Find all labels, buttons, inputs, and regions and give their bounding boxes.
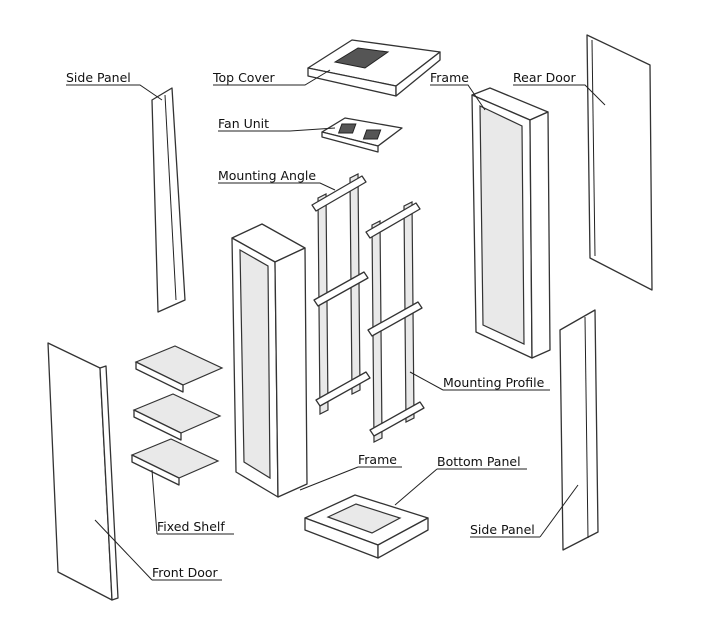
- front-frame-part: [231, 223, 308, 498]
- top-cover-part: [307, 39, 441, 97]
- label-side-panel-right: Side Panel: [470, 522, 535, 537]
- front-door-part: [47, 342, 119, 601]
- rear-frame-part: [471, 87, 551, 359]
- label-fixed-shelf: Fixed Shelf: [157, 519, 225, 534]
- rear-door-part: [586, 34, 653, 291]
- label-front-door: Front Door: [152, 565, 219, 580]
- bottom-panel-part: [304, 494, 429, 559]
- label-mounting-profile: Mounting Profile: [443, 375, 545, 390]
- fixed-shelf-part: [130, 345, 224, 486]
- label-rear-door: Rear Door: [513, 70, 577, 85]
- side-panel-right-part: [559, 309, 599, 551]
- side-panel-left-part: [151, 87, 186, 313]
- mounting-angle-part: [311, 173, 425, 443]
- label-frame-rear: Frame: [430, 70, 469, 85]
- fan-unit-part: [321, 117, 403, 153]
- leader-lines: [66, 69, 606, 581]
- label-bottom-panel: Bottom Panel: [437, 454, 521, 469]
- label-mounting-angle: Mounting Angle: [218, 168, 316, 183]
- label-side-panel-left: Side Panel: [66, 70, 131, 85]
- label-top-cover: Top Cover: [212, 70, 276, 85]
- label-frame-front: Frame: [358, 452, 397, 467]
- label-fan-unit: Fan Unit: [218, 116, 269, 131]
